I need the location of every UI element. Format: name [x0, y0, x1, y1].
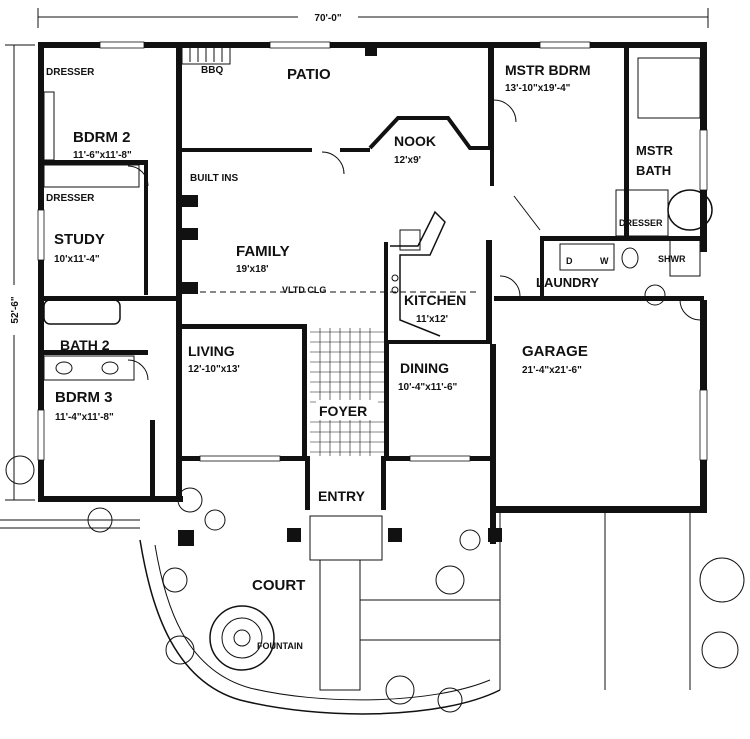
- label-dresser-study: DRESSER: [46, 193, 95, 204]
- depth-label: 52'-6": [10, 296, 21, 323]
- label-living: LIVING: [188, 343, 235, 359]
- size-living: 12'-10"x13': [188, 364, 240, 375]
- label-bath2: BATH 2: [60, 337, 110, 353]
- label-nook: NOOK: [394, 133, 436, 149]
- label-washer: W: [600, 256, 609, 266]
- fixtures: [37, 41, 713, 546]
- room-labels: DRESSER BBQ PATIO MSTR BDRM 13'-10"x19'-…: [46, 62, 686, 651]
- label-family: FAMILY: [236, 243, 290, 260]
- label-mstr-bdrm: MSTR BDRM: [505, 62, 591, 78]
- size-garage: 21'-4"x21'-6": [522, 365, 582, 376]
- size-dining: 10'-4"x11'-6": [398, 382, 458, 393]
- label-bdrm3: BDRM 3: [55, 389, 113, 406]
- label-mstr-bath-1: MSTR: [636, 143, 673, 158]
- size-family: 19'x18': [236, 264, 269, 275]
- width-dimension: 70'-0": [37, 8, 709, 28]
- label-bdrm2: BDRM 2: [73, 129, 131, 146]
- size-kitchen: 11'x12': [416, 314, 448, 325]
- foyer-tile: [310, 328, 384, 456]
- size-bdrm2: 11'-6"x11'-8": [73, 150, 132, 161]
- interior-walls: [38, 48, 704, 544]
- landscaping: [0, 455, 745, 713]
- size-mstr-bdrm: 13'-10"x19'-4": [505, 83, 571, 94]
- label-study: STUDY: [54, 231, 105, 248]
- size-bdrm3: 11'-4"x11'-8": [55, 412, 114, 423]
- hardscape: [139, 513, 691, 715]
- label-kitchen: KITCHEN: [404, 292, 466, 308]
- label-bbq: BBQ: [201, 65, 223, 76]
- label-laundry: LAUNDRY: [536, 275, 599, 290]
- label-dryer: D: [566, 256, 573, 266]
- label-dresser-mstr: DRESSER: [619, 218, 663, 228]
- label-shwr: SHWR: [658, 254, 686, 264]
- label-court: COURT: [252, 577, 305, 594]
- width-label: 70'-0": [314, 13, 341, 24]
- depth-dimension: 52'-6": [5, 44, 35, 501]
- size-nook: 12'x9': [394, 155, 421, 166]
- label-vltd-clg: VLTD CLG: [282, 285, 326, 295]
- label-mstr-bath-2: BATH: [636, 163, 671, 178]
- label-patio: PATIO: [287, 66, 331, 83]
- label-entry: ENTRY: [318, 488, 366, 504]
- label-dresser-bdrm2: DRESSER: [46, 67, 95, 78]
- size-study: 10'x11'-4": [54, 254, 100, 265]
- label-foyer: FOYER: [319, 403, 367, 419]
- label-garage: GARAGE: [522, 343, 588, 360]
- exterior-walls: [38, 42, 707, 513]
- label-dining: DINING: [400, 360, 449, 376]
- label-built-ins: BUILT INS: [190, 173, 238, 184]
- label-fountain: FOUNTAIN: [257, 641, 303, 651]
